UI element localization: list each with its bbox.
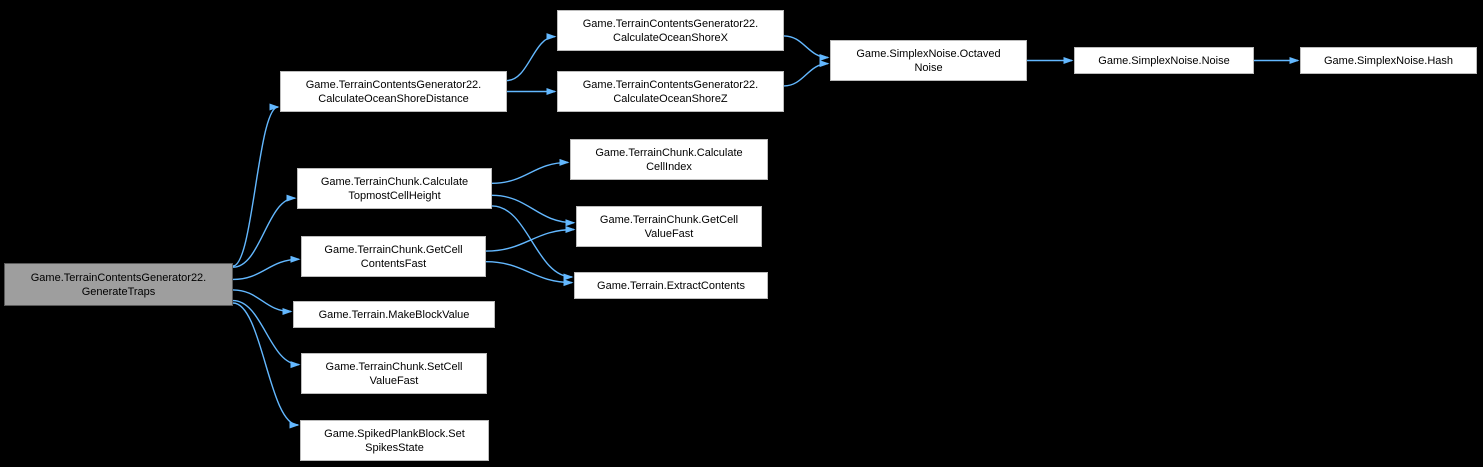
node-hash[interactable]: Game.SimplexNoise.Hash	[1300, 47, 1477, 74]
edge-calc-ocean-shore-z-to-octaved-noise	[783, 60, 830, 87]
node-extract-contents[interactable]: Game.Terrain.ExtractContents	[574, 272, 768, 299]
edge-calc-topmost-cell-height-to-extract-contents	[491, 205, 574, 281]
edge-generate-traps-to-set-cell-value-fast	[232, 299, 301, 369]
node-set-spikes-state[interactable]: Game.SpikedPlankBlock.Set SpikesState	[300, 420, 489, 461]
edge-calc-topmost-cell-height-to-calc-cell-index	[491, 158, 570, 184]
node-octaved-noise[interactable]: Game.SimplexNoise.Octaved Noise	[830, 40, 1027, 81]
node-calculate-ocean-shore-x[interactable]: Game.TerrainContentsGenerator22. Calcula…	[557, 10, 784, 51]
edge-calc-topmost-cell-height-to-get-cell-value-fast	[491, 194, 576, 227]
node-set-cell-value-fast[interactable]: Game.TerrainChunk.SetCell ValueFast	[301, 353, 487, 394]
edge-calc-ocean-shore-distance-to-calc-ocean-shore-x	[506, 33, 557, 82]
edge-get-cell-contents-fast-to-get-cell-value-fast	[485, 226, 576, 252]
node-get-cell-value-fast[interactable]: Game.TerrainChunk.GetCell ValueFast	[576, 206, 762, 247]
node-calculate-topmost-cell-height[interactable]: Game.TerrainChunk.Calculate TopmostCellH…	[297, 168, 492, 209]
edge-get-cell-contents-fast-to-extract-contents	[485, 261, 574, 287]
node-calculate-ocean-shore-distance[interactable]: Game.TerrainContentsGenerator22. Calcula…	[280, 71, 507, 112]
node-calculate-ocean-shore-z[interactable]: Game.TerrainContentsGenerator22. Calcula…	[557, 71, 784, 112]
edge-generate-traps-to-make-block-value	[232, 289, 293, 315]
edge-generate-traps-to-calc-topmost-cell-height	[232, 194, 297, 268]
edge-generate-traps-to-calc-ocean-shore-distance	[232, 103, 280, 267]
edge-calc-ocean-shore-x-to-octaved-noise	[783, 35, 830, 61]
node-noise[interactable]: Game.SimplexNoise.Noise	[1074, 47, 1254, 74]
node-calculate-cell-index[interactable]: Game.TerrainChunk.Calculate CellIndex	[570, 139, 768, 180]
node-make-block-value[interactable]: Game.Terrain.MakeBlockValue	[293, 301, 495, 328]
edge-generate-traps-to-set-spikes-state	[232, 302, 300, 429]
node-generate-traps: Game.TerrainContentsGenerator22. Generat…	[4, 263, 233, 306]
edge-generate-traps-to-get-cell-contents-fast	[232, 255, 301, 281]
node-get-cell-contents-fast[interactable]: Game.TerrainChunk.GetCell ContentsFast	[301, 236, 486, 277]
